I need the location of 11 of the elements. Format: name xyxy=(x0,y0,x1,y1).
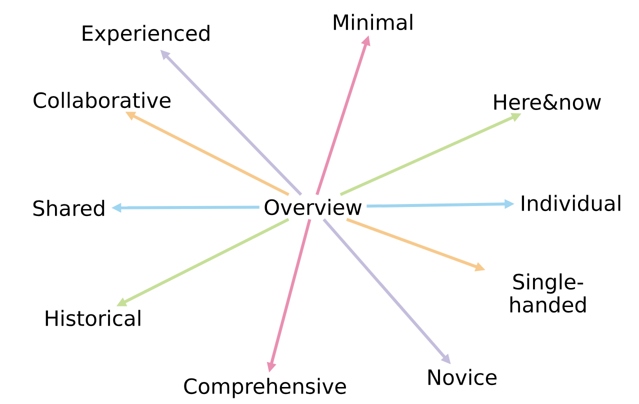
branch-label: Single-handed xyxy=(510,273,586,313)
branch-label: Comprehensive xyxy=(184,378,346,398)
branch-label: Shared xyxy=(33,200,104,216)
center-label: Overview xyxy=(260,194,366,220)
branch-label: Historical xyxy=(46,310,140,326)
branch-label: Experienced xyxy=(82,24,210,46)
branch-label: Collaborative xyxy=(34,92,170,108)
branch-label: Novice xyxy=(428,368,497,386)
branch-label: Here&now xyxy=(494,94,601,110)
branch-label: Minimal xyxy=(334,14,412,30)
branch-label: Individual xyxy=(522,194,620,212)
